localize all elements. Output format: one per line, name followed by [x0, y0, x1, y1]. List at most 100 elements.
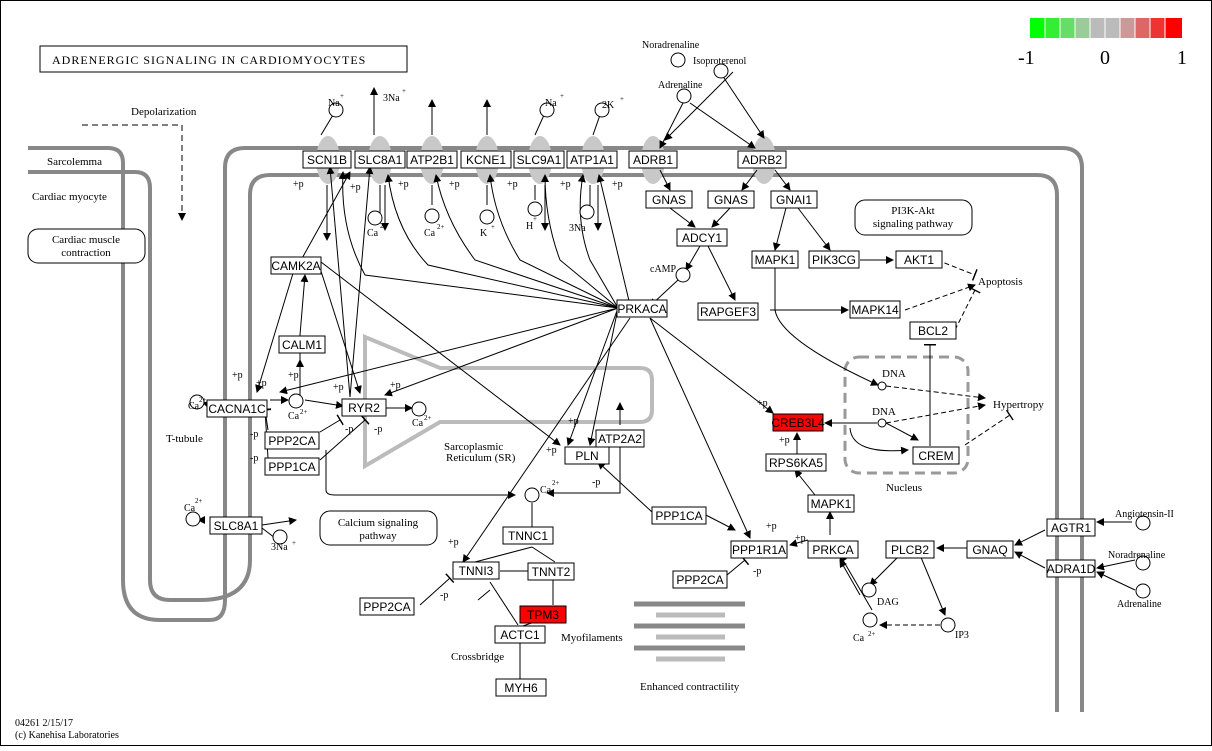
cardiac-muscle-pathway[interactable] [27, 228, 146, 264]
gene-box[interactable] [807, 540, 859, 559]
gene-box[interactable] [895, 250, 943, 269]
gene-box[interactable] [751, 250, 799, 269]
na-compound[interactable] [272, 529, 288, 545]
gene-node-rps6ka5[interactable]: RPS6KA5 [765, 453, 827, 472]
gene-node-slc8a1[interactable]: SLC8A1 [354, 150, 406, 169]
gene-node-cacna1c[interactable]: CACNA1C [206, 399, 268, 418]
adrenaline-compound[interactable] [1135, 583, 1151, 599]
ca-compound[interactable] [524, 487, 540, 503]
k-compound[interactable] [594, 102, 610, 118]
gene-node-calm1[interactable]: CALM1 [278, 335, 326, 354]
gene-node-slc9a1[interactable]: SLC9A1 [513, 150, 565, 169]
gene-box[interactable] [808, 250, 860, 269]
isoproterenol-compound[interactable] [713, 63, 729, 79]
gene-box[interactable] [676, 228, 728, 247]
ip3-compound[interactable] [940, 617, 956, 633]
gene-node-tnni3[interactable]: TNNI3 [452, 561, 500, 580]
ca-compound[interactable] [862, 612, 878, 628]
gene-box[interactable] [672, 570, 728, 589]
adrenaline-compound[interactable] [676, 88, 692, 104]
gene-box[interactable] [770, 190, 818, 209]
gene-box[interactable] [807, 494, 855, 513]
gene-box[interactable] [1046, 518, 1096, 537]
gene-node-tnnt2[interactable]: TNNT2 [527, 562, 575, 581]
gene-node-prkca[interactable]: PRKCA [807, 540, 859, 559]
gene-box[interactable] [564, 446, 610, 465]
gene-box[interactable] [772, 413, 824, 432]
gene-node-myh6[interactable]: MYH6 [495, 678, 547, 697]
gene-node-rapgef3[interactable]: RAPGEF3 [697, 302, 759, 321]
gene-node-adcy1[interactable]: ADCY1 [676, 228, 728, 247]
gene-node-mapk1b[interactable]: MAPK1 [807, 494, 855, 513]
gene-node-creb3l4[interactable]: CREB3L4 [771, 413, 825, 432]
na-compound[interactable] [579, 204, 595, 220]
gene-node-gnaq[interactable]: GNAQ [966, 540, 1014, 559]
gene-node-kcne1[interactable]: KCNE1 [460, 150, 512, 169]
gene-node-ppp2ca3[interactable]: PPP2CA [359, 597, 415, 616]
gene-node-ppp1ca2[interactable]: PPP1CA [651, 506, 707, 525]
na-compound[interactable] [328, 102, 344, 118]
gene-node-pln[interactable]: PLN [564, 446, 610, 465]
gene-box[interactable] [519, 605, 567, 624]
gene-node-mapk14[interactable]: MAPK14 [849, 300, 901, 319]
gene-node-atp2a2[interactable]: ATP2A2 [595, 429, 645, 448]
gene-box[interactable] [494, 625, 546, 644]
ca-compound[interactable] [185, 511, 201, 527]
na-compound[interactable] [539, 102, 555, 118]
gene-box[interactable] [302, 150, 352, 169]
gene-node-plcb2[interactable]: PLCB2 [885, 540, 935, 559]
gene-node-adrb2[interactable]: ADRB2 [737, 150, 787, 169]
gene-box[interactable] [206, 399, 268, 418]
gene-node-gnas1[interactable]: GNAS [645, 190, 693, 209]
gene-node-gnas2[interactable]: GNAS [707, 190, 755, 209]
gene-box[interactable] [513, 150, 565, 169]
noradrenaline-compound[interactable] [670, 52, 686, 68]
gene-box[interactable] [495, 678, 547, 697]
gene-node-ppp1r1a[interactable]: PPP1R1A [730, 540, 788, 559]
gene-box[interactable] [264, 431, 320, 450]
gene-box[interactable] [645, 190, 693, 209]
gene-node-camk2a[interactable]: CAMK2A [270, 256, 322, 275]
calcium-signaling-pathway[interactable] [319, 510, 438, 546]
dag-compound[interactable] [861, 582, 877, 598]
gene-box[interactable] [707, 190, 755, 209]
gene-node-ppp2ca1[interactable]: PPP2CA [264, 431, 320, 450]
gene-box[interactable] [209, 516, 263, 535]
gene-node-mapk1a[interactable]: MAPK1 [751, 250, 799, 269]
gene-node-bcl2[interactable]: BCL2 [909, 321, 957, 340]
gene-box[interactable] [849, 300, 901, 319]
gene-box[interactable] [730, 540, 788, 559]
gene-node-ryr2[interactable]: RYR2 [341, 398, 387, 417]
ca-compound[interactable] [189, 394, 205, 410]
gene-box[interactable] [341, 398, 387, 417]
gene-box[interactable] [460, 150, 512, 169]
gene-box[interactable] [406, 150, 458, 169]
gene-node-tpm3[interactable]: TPM3 [519, 605, 567, 624]
gene-box[interactable] [566, 150, 618, 169]
angiotensin-compound[interactable] [1135, 515, 1151, 531]
gene-node-atp2b1[interactable]: ATP2B1 [406, 150, 458, 169]
gene-box[interactable] [765, 453, 827, 472]
gene-node-akt1[interactable]: AKT1 [895, 250, 943, 269]
ca-compound[interactable] [288, 393, 304, 409]
gene-box[interactable] [885, 540, 935, 559]
ca-compound[interactable] [367, 210, 383, 226]
gene-node-atp1a1[interactable]: ATP1A1 [566, 150, 618, 169]
gene-node-adra1d[interactable]: ADRA1D [1046, 559, 1096, 578]
gene-node-gnai1[interactable]: GNAI1 [770, 190, 818, 209]
gene-node-ppp2ca2[interactable]: PPP2CA [672, 570, 728, 589]
gene-box[interactable] [452, 561, 500, 580]
gene-box[interactable] [270, 256, 322, 275]
ca-compound[interactable] [424, 208, 440, 224]
gene-node-crem[interactable]: CREM [912, 446, 960, 465]
gene-box[interactable] [909, 321, 957, 340]
gene-box[interactable] [628, 150, 678, 169]
gene-box[interactable] [616, 299, 668, 318]
gene-box[interactable] [651, 506, 707, 525]
camp-compound[interactable] [675, 267, 691, 283]
pi3k-akt-pathway[interactable] [854, 199, 973, 236]
gene-box[interactable] [354, 150, 406, 169]
gene-node-adrb1[interactable]: ADRB1 [628, 150, 678, 169]
noradrenaline-compound[interactable] [1135, 555, 1151, 571]
gene-box[interactable] [595, 429, 645, 448]
